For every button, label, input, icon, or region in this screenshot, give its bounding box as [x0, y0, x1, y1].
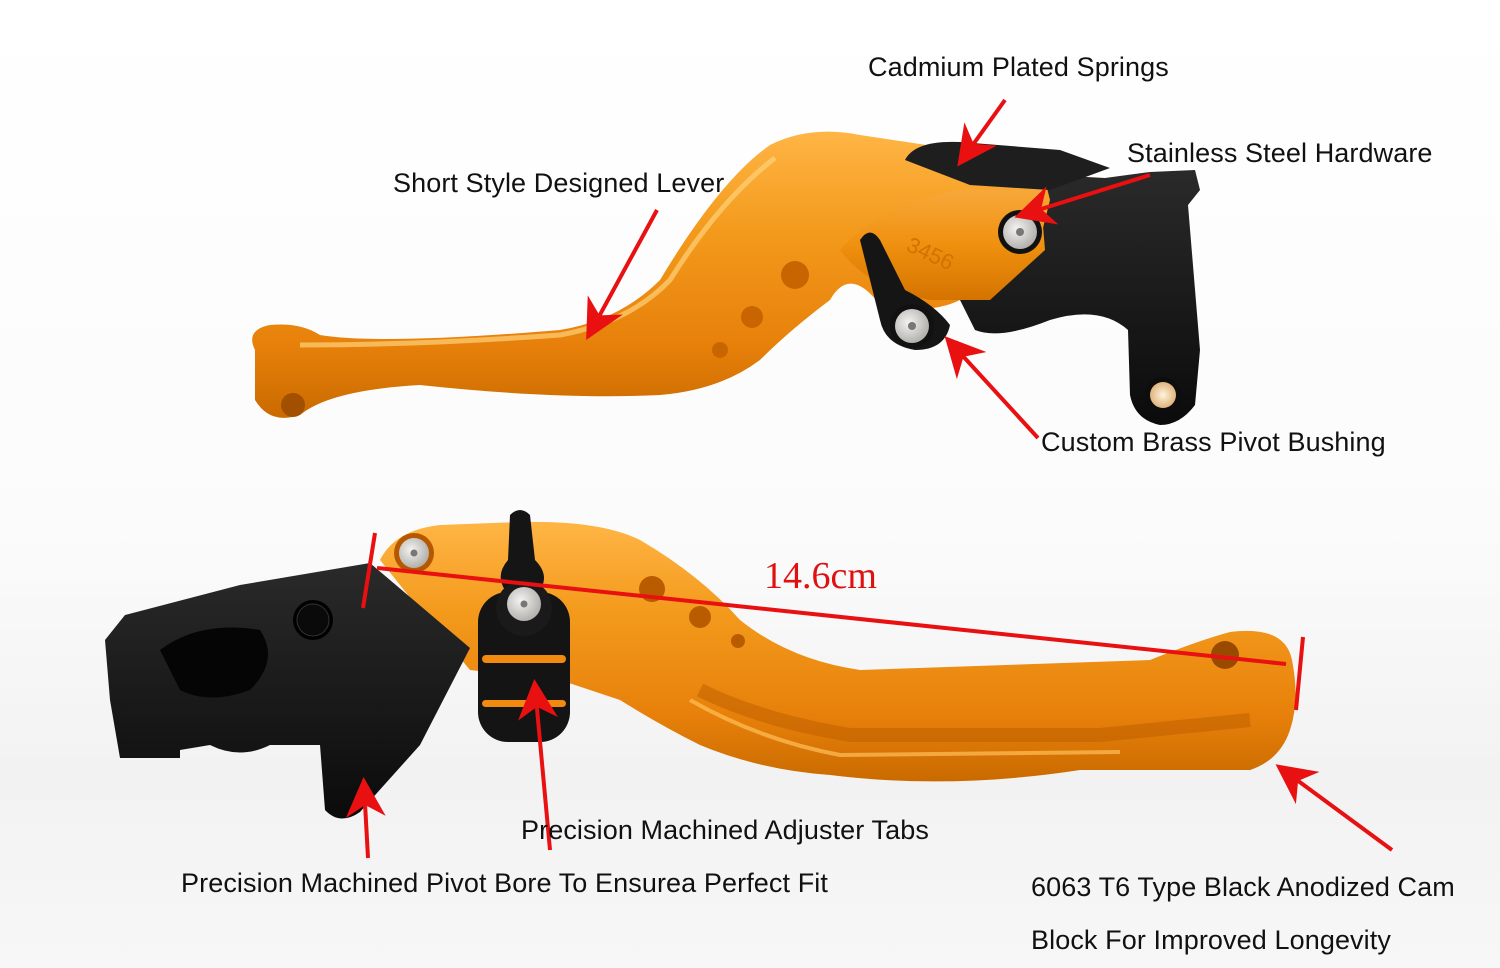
label-pivot-bore: Precision Machined Pivot Bore To Ensurea… [181, 868, 829, 898]
label-cadmium-springs: Cadmium Plated Springs [868, 52, 1169, 82]
arrow-cam-block [1275, 764, 1394, 852]
label-adjuster-tabs: Precision Machined Adjuster Tabs [521, 815, 929, 845]
label-cam-block-line1: 6063 T6 Type Black Anodized Cam [1031, 872, 1455, 902]
arrow-adjuster-tabs [518, 679, 558, 851]
label-cam-block-line2: Block For Improved Longevity [1031, 925, 1391, 955]
arrow-stainless-hardware [1014, 173, 1151, 225]
measurement-lines [361, 532, 1305, 711]
top-cam-block [960, 170, 1200, 425]
top-lever-arm [252, 131, 1051, 418]
measurement-label: 14.6cm [764, 555, 877, 597]
arrow-pivot-bore [345, 777, 386, 859]
arrow-brass-bushing [944, 336, 1040, 440]
annotation-arrows [345, 98, 1394, 859]
bottom-lever [105, 510, 1296, 819]
arrow-cadmium-springs [957, 98, 1007, 167]
bottom-lever-arm [380, 521, 1296, 782]
label-short-style-lever: Short Style Designed Lever [393, 168, 725, 198]
label-brass-bushing: Custom Brass Pivot Bushing [1041, 427, 1386, 457]
label-stainless-hardware: Stainless Steel Hardware [1127, 138, 1433, 168]
bottom-cam-block [105, 563, 470, 819]
arrow-short-lever [586, 209, 659, 341]
